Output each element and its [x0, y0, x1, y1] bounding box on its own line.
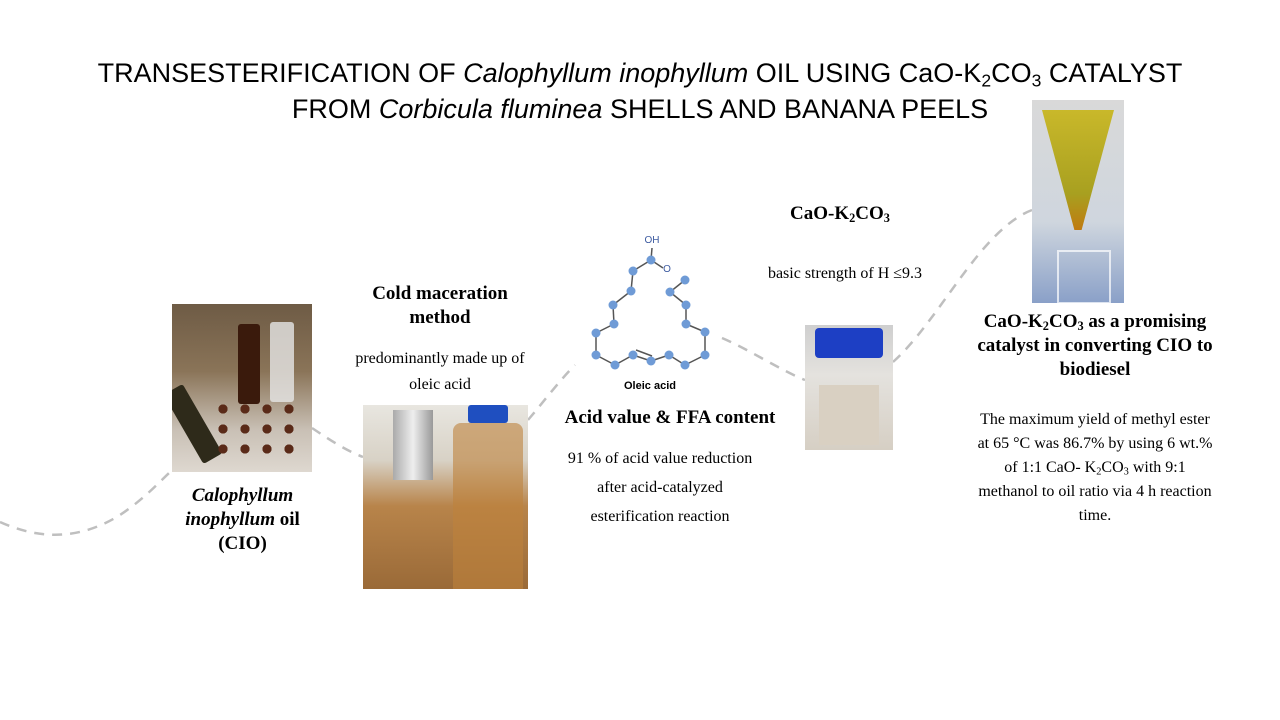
- conclusion-text: The maximum yield of methyl ester at 65 …: [975, 408, 1215, 528]
- subscript: 3: [1031, 70, 1042, 91]
- carbon-atom: [646, 255, 656, 265]
- carbon-atom: [700, 350, 710, 360]
- molecule-name: Oleic acid: [624, 380, 676, 392]
- carbon-atom: [664, 350, 674, 360]
- acid-text: 91 % of acid value reduction after acid-…: [567, 450, 753, 525]
- double-bond: [635, 349, 653, 357]
- separatory-funnel-photo: [1032, 100, 1124, 303]
- carbon-atom: [681, 300, 691, 310]
- title-line-1: TRANSESTERIFICATION OF Calophyllum inoph…: [0, 54, 1280, 92]
- formula-part: CO: [855, 203, 884, 224]
- carbon-atom: [628, 350, 638, 360]
- conclusion-heading: CaO-K2CO3 as a promising catalyst in con…: [975, 310, 1215, 382]
- cio-species: Calophyllum inophyllum: [185, 485, 294, 530]
- formula-part: CaO-K: [983, 311, 1043, 332]
- formula-part: CO: [1048, 311, 1078, 332]
- carbon-atom: [610, 360, 620, 370]
- carbon-atom: [681, 319, 691, 329]
- catalyst-bottle-photo: [805, 325, 893, 450]
- conclusion-heading-text: as a promising catalyst in converting CI…: [977, 311, 1213, 380]
- carbon-atom: [591, 328, 601, 338]
- title-text: CATALYST: [1041, 58, 1183, 88]
- subscript: 3: [883, 211, 890, 226]
- carbon-atom: [608, 300, 618, 310]
- conclusion-text-part: CO: [1101, 459, 1124, 476]
- acid-heading: Acid value & FFA content: [564, 407, 776, 428]
- cio-label: Calophyllum inophyllum oil (CIO): [160, 484, 325, 556]
- catalyst-basic-strength: basic strength of H ≤9.3: [767, 265, 923, 282]
- carbon-atom: [609, 319, 619, 329]
- title-text: CO: [991, 58, 1032, 88]
- maceration-flasks-photo: [363, 405, 528, 589]
- title-text: TRANSESTERIFICATION OF: [97, 58, 464, 88]
- subscript: 2: [981, 70, 992, 91]
- subscript: 3: [1123, 466, 1129, 478]
- cio-abbr: (CIO): [218, 533, 267, 554]
- carbon-atom: [680, 275, 690, 285]
- molecule-o-label: O: [663, 264, 671, 275]
- carbon-atom: [626, 286, 636, 296]
- carbon-atom: [700, 327, 710, 337]
- subscript: 2: [1096, 466, 1102, 478]
- conclusion-text-part: with 9:1 methanol to oil ratio via 4 h r…: [978, 459, 1212, 524]
- carbon-atom: [591, 350, 601, 360]
- catalyst-heading: CaO-K2CO3: [760, 203, 920, 225]
- title-text: OIL USING CaO-K: [748, 58, 982, 88]
- carbon-atom: [680, 360, 690, 370]
- carbon-atom: [628, 266, 638, 276]
- carbon-atom: [646, 356, 656, 366]
- maceration-text: predominantly made up of oleic acid: [355, 350, 525, 393]
- subscript: 3: [1077, 319, 1084, 334]
- title-species: Corbicula fluminea: [378, 94, 603, 124]
- subscript: 2: [1042, 319, 1049, 334]
- cio-oil: oil: [274, 509, 300, 530]
- title-text: FROM: [291, 94, 379, 124]
- title-line-2: FROM Corbicula fluminea SHELLS AND BANAN…: [0, 90, 1280, 128]
- formula-part: CaO-K: [790, 203, 850, 224]
- molecule-oh-label: OH: [644, 235, 660, 246]
- carbon-atom: [665, 287, 675, 297]
- title-text: SHELLS AND BANANA PEELS: [602, 94, 989, 124]
- conclusion-text-part: The maximum yield of methyl ester at 65 …: [977, 411, 1213, 476]
- cio-oil-photo: [172, 304, 312, 472]
- subscript: 2: [849, 211, 856, 226]
- title-species: Calophyllum inophyllum: [463, 58, 749, 88]
- maceration-heading: Cold maceration method: [372, 283, 508, 328]
